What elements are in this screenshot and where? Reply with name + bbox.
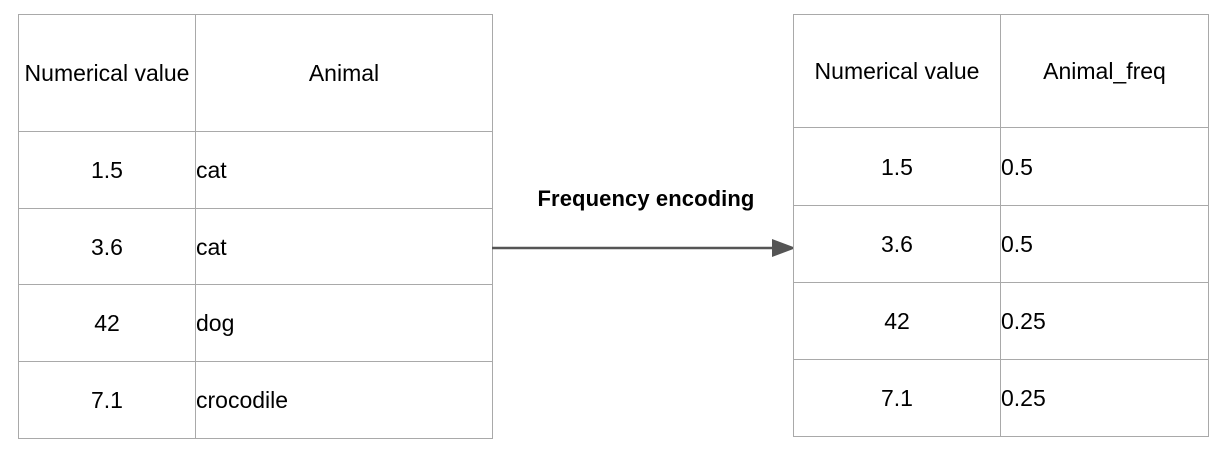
cell-numerical-value: 42	[18, 284, 196, 362]
table-row: 7.1 crocodile	[18, 361, 493, 439]
table-row: 42 dog	[18, 284, 493, 362]
cell-animal-freq: 0.5	[1000, 127, 1209, 206]
table-row: 3.6 cat	[18, 208, 493, 285]
cell-numerical-value: 1.5	[18, 131, 196, 209]
table-row: 1.5 0.5	[793, 127, 1209, 206]
column-header-numerical-value: Numerical value	[793, 14, 1001, 128]
column-header-animal: Animal	[195, 14, 493, 132]
input-table: Numerical value Animal 1.5 cat 3.6 cat 4…	[18, 14, 493, 439]
table-row: 7.1 0.25	[793, 359, 1209, 437]
arrow-right-icon	[492, 239, 796, 257]
output-table: Numerical value Animal_freq 1.5 0.5 3.6 …	[793, 14, 1209, 437]
table-row: 1.5 cat	[18, 131, 493, 209]
transformation-arrow-group: Frequency encoding	[488, 186, 798, 266]
table-header-row: Numerical value Animal	[18, 14, 493, 132]
table-header-row: Numerical value Animal_freq	[793, 14, 1209, 128]
cell-numerical-value: 42	[793, 282, 1001, 360]
column-header-animal-freq: Animal_freq	[1000, 14, 1209, 128]
cell-animal: cat	[195, 208, 493, 285]
cell-numerical-value: 7.1	[18, 361, 196, 439]
cell-numerical-value: 3.6	[18, 208, 196, 285]
cell-numerical-value: 3.6	[793, 205, 1001, 283]
cell-animal-freq: 0.25	[1000, 359, 1209, 437]
cell-animal-freq: 0.25	[1000, 282, 1209, 360]
cell-animal-freq: 0.5	[1000, 205, 1209, 283]
table-row: 42 0.25	[793, 282, 1209, 360]
cell-numerical-value: 1.5	[793, 127, 1001, 206]
column-header-numerical-value: Numerical value	[18, 14, 196, 132]
cell-animal: dog	[195, 284, 493, 362]
table-row: 3.6 0.5	[793, 205, 1209, 283]
cell-animal: cat	[195, 131, 493, 209]
cell-animal: crocodile	[195, 361, 493, 439]
cell-numerical-value: 7.1	[793, 359, 1001, 437]
arrow-label: Frequency encoding	[537, 186, 755, 211]
